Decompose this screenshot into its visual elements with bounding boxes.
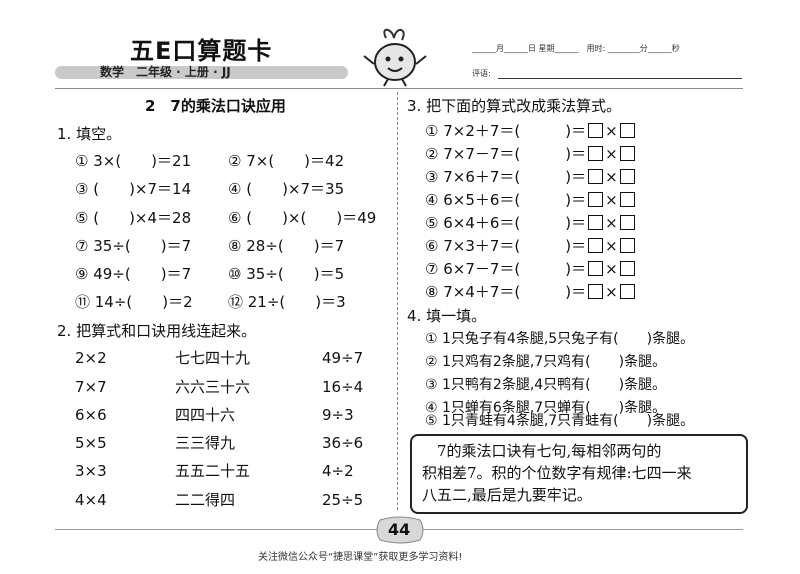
q3-item: ⑤ 6×4＋6＝( )＝ × [425, 213, 637, 233]
answer-box[interactable] [619, 238, 635, 253]
q3-expression: ③ 7×6＋7＝( )＝ [425, 168, 587, 186]
q3-expression: ⑧ 7×4＋7＝( )＝ [425, 283, 587, 301]
q2-rhyme: 七七四十九 [175, 349, 251, 367]
answer-box[interactable] [619, 215, 635, 230]
q1-item: ① 3×( )＝21 [75, 152, 192, 170]
q3-expression: ④ 6×5＋6＝( )＝ [425, 191, 587, 209]
answer-box[interactable] [588, 169, 604, 184]
times-sign: × [605, 214, 618, 232]
q2-division: 4÷2 [322, 462, 354, 480]
times-sign: × [605, 122, 618, 140]
q1-item: ⑫ 21÷( )＝3 [228, 293, 346, 311]
q1-item: ④ ( )×7＝35 [228, 180, 345, 198]
q2-division: 25÷5 [322, 491, 364, 509]
answer-box[interactable] [619, 123, 635, 138]
q1-item: ⑥ ( )×( )＝49 [228, 209, 377, 227]
q3-item: ④ 6×5＋6＝( )＝ × [425, 190, 637, 210]
q2-title: 2. 把算式和口诀用线连起来。 [57, 322, 257, 340]
times-sign: × [605, 237, 618, 255]
q1-item: ⑪ 14÷( )＝2 [75, 293, 193, 311]
q2-rhyme: 五五二十五 [175, 462, 251, 480]
q2-rhyme: 三三得九 [175, 434, 236, 452]
q3-item: ⑦ 6×7－7＝( )＝ × [425, 259, 637, 279]
answer-box[interactable] [619, 146, 635, 161]
q4-item: ④ 1只蝉有6条腿,7只蝉有( )条腿。 [425, 400, 667, 416]
tip-line: 积相差7。积的个位数字有规律:七四一来 [422, 464, 692, 482]
q1-item: ② 7×( )＝42 [228, 152, 345, 170]
q3-expression: ① 7×2＋7＝( )＝ [425, 122, 587, 140]
times-sign: × [605, 145, 618, 163]
comment-label: 评语: [472, 69, 491, 78]
q3-title: 3. 把下面的算式改成乘法算式。 [407, 97, 622, 115]
q3-item: ⑧ 7×4＋7＝( )＝ × [425, 282, 637, 302]
q2-expression: 6×6 [75, 406, 107, 424]
times-sign: × [605, 168, 618, 186]
card-title: 五E口算题卡 [130, 37, 273, 65]
q1-item: ③ ( )×7＝14 [75, 180, 192, 198]
comment-line [498, 78, 742, 79]
q1-item: ⑨ 49÷( )＝7 [75, 265, 192, 283]
q3-item: ⑥ 7×3＋7＝( )＝ × [425, 236, 637, 256]
q4-item: ③ 1只鸭有2条腿,4只鸭有( )条腿。 [425, 377, 667, 393]
q2-expression: 2×2 [75, 349, 107, 367]
q3-item: ③ 7×6＋7＝( )＝ × [425, 167, 637, 187]
answer-box[interactable] [619, 284, 635, 299]
q1-item: ⑤ ( )×4＝28 [75, 209, 192, 227]
answer-box[interactable] [588, 123, 604, 138]
answer-box[interactable] [588, 192, 604, 207]
subject-bar [55, 66, 348, 79]
footer-notice: 关注微信公众号“捷思课堂”获取更多学习资料! [258, 552, 463, 563]
answer-box[interactable] [619, 192, 635, 207]
beet-mascot-icon [363, 28, 427, 87]
q2-expression: 5×5 [75, 434, 107, 452]
lesson-title: 2 7的乘法口诀应用 [145, 97, 286, 115]
answer-box[interactable] [619, 169, 635, 184]
q2-division: 36÷6 [322, 434, 364, 452]
page-number: 44 [388, 520, 411, 539]
times-sign: × [605, 260, 618, 278]
q3-expression: ⑤ 6×4＋6＝( )＝ [425, 214, 587, 232]
q2-division: 16÷4 [322, 378, 364, 396]
q3-item: ② 7×7－7＝( )＝ × [425, 144, 637, 164]
answer-box[interactable] [588, 261, 604, 276]
q4-title: 4. 填一填。 [407, 307, 487, 325]
q3-expression: ② 7×7－7＝( )＝ [425, 145, 587, 163]
q2-expression: 3×3 [75, 462, 107, 480]
answer-box[interactable] [619, 261, 635, 276]
q2-expression: 7×7 [75, 378, 107, 396]
q4-item: ② 1只鸡有2条腿,7只鸡有( )条腿。 [425, 354, 667, 370]
times-sign: × [605, 191, 618, 209]
page-badge-icon [376, 516, 424, 544]
q3-expression: ⑦ 6×7－7＝( )＝ [425, 260, 587, 278]
q3-item: ① 7×2＋7＝( )＝ × [425, 121, 637, 141]
times-sign: × [605, 283, 618, 301]
answer-box[interactable] [588, 238, 604, 253]
q1-item: ⑩ 35÷( )＝5 [228, 265, 345, 283]
subject-line: 数学 二年级 · 上册 · JJ [100, 65, 231, 79]
answer-box[interactable] [588, 146, 604, 161]
q3-expression: ⑥ 7×3＋7＝( )＝ [425, 237, 587, 255]
q4-item: ① 1只兔子有4条腿,5只兔子有( )条腿。 [425, 331, 695, 347]
header-rule [55, 88, 743, 89]
date-fields: ______月______日 星期______ 用时: ________分___… [472, 44, 680, 53]
q4-item: ⑤ 1只青蛙有4条腿,7只青蛙有( )条腿。 [425, 413, 695, 429]
q1-item: ⑧ 28÷( )＝7 [228, 237, 345, 255]
q2-division: 9÷3 [322, 406, 354, 424]
tip-box: 7的乘法口诀有七句,每相邻两句的 积相差7。积的个位数字有规律:七四一来 八五二… [410, 434, 748, 514]
q1-title: 1. 填空。 [57, 125, 122, 143]
q2-rhyme: 六六三十六 [175, 378, 251, 396]
column-divider [397, 92, 398, 510]
tip-line: 八五二,最后是九要牢记。 [422, 486, 592, 504]
q2-rhyme: 二二得四 [175, 491, 236, 509]
q2-rhyme: 四四十六 [175, 406, 236, 424]
answer-box[interactable] [588, 284, 604, 299]
q2-division: 49÷7 [322, 349, 364, 367]
answer-box[interactable] [588, 215, 604, 230]
q2-expression: 4×4 [75, 491, 107, 509]
tip-line: 7的乘法口诀有七句,每相邻两句的 [422, 442, 662, 460]
q1-item: ⑦ 35÷( )＝7 [75, 237, 192, 255]
